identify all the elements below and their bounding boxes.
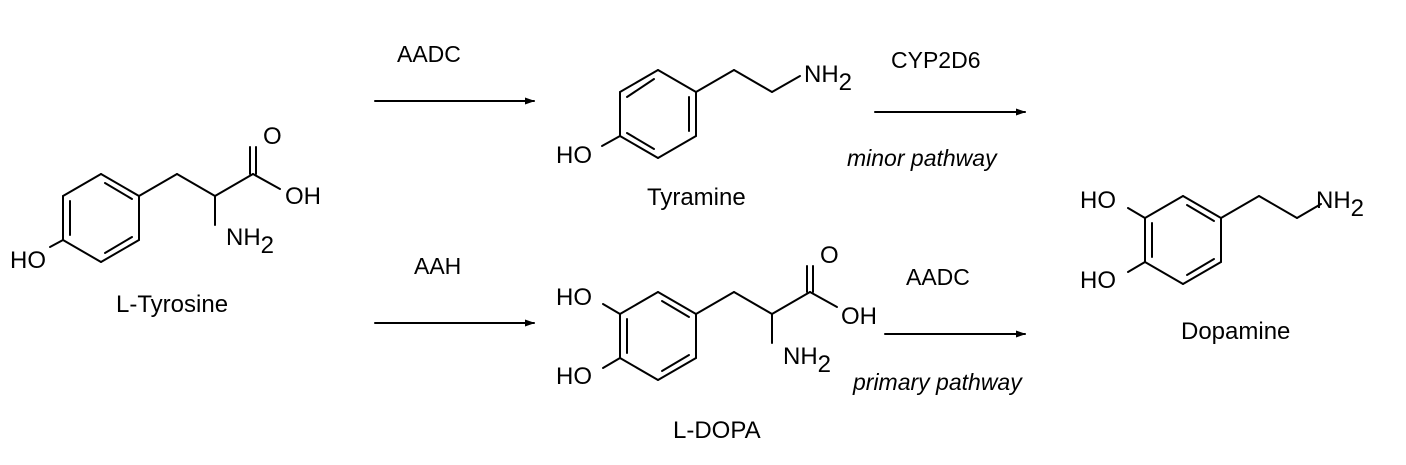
dopamine-nh-text: NH: [1316, 187, 1351, 214]
tyramine-label: Tyramine: [647, 184, 746, 211]
tyrosine-nh-label: NH2: [226, 224, 274, 259]
ldopa-ho-bottom-label: HO: [556, 363, 592, 390]
tyramine-nh-label: NH2: [804, 61, 852, 96]
minor-pathway-note: minor pathway: [847, 145, 998, 171]
tyrosine-ho-label: HO: [10, 247, 46, 274]
tyrosine-oh-label: OH: [285, 183, 321, 210]
tyrosine-nh-subscript: 2: [261, 232, 274, 259]
primary-pathway-note: primary pathway: [852, 369, 1023, 395]
ldopa-oh-label: OH: [841, 303, 877, 330]
tyrosine-nh-text: NH: [226, 224, 261, 251]
dopamine-label: Dopamine: [1181, 318, 1290, 345]
dopamine-structure: HO HO NH2: [1080, 187, 1364, 294]
tyramine-ho-label: HO: [556, 142, 592, 169]
l-dopa-structure: HO HO O OH NH2: [556, 242, 877, 390]
ldopa-nh-text: NH: [783, 343, 818, 370]
arrow-aadc-bottom-enzyme: AADC: [906, 264, 970, 290]
l-dopa-label: L-DOPA: [673, 417, 761, 444]
l-tyrosine-label: L-Tyrosine: [116, 291, 228, 318]
arrow-cyp2d6-enzyme: CYP2D6: [891, 47, 980, 73]
ldopa-nh-subscript: 2: [818, 351, 831, 378]
dopamine-ho-bottom-label: HO: [1080, 267, 1116, 294]
ldopa-ho-top-label: HO: [556, 284, 592, 311]
arrow-aadc-top-enzyme: AADC: [397, 41, 461, 67]
ldopa-nh-label: NH2: [783, 343, 831, 378]
tyramine-nh-subscript: 2: [839, 69, 852, 96]
dopamine-nh-subscript: 2: [1351, 195, 1364, 222]
tyrosine-o-label: O: [263, 123, 282, 150]
dopamine-nh-label: NH2: [1316, 187, 1364, 222]
arrow-aah-enzyme: AAH: [414, 253, 461, 279]
tyramine-structure: HO NH2: [556, 61, 852, 169]
dopamine-ho-top-label: HO: [1080, 187, 1116, 214]
ldopa-o-label: O: [820, 242, 839, 269]
l-tyrosine-structure: HO O OH NH2: [10, 123, 321, 274]
tyramine-nh-text: NH: [804, 61, 839, 88]
